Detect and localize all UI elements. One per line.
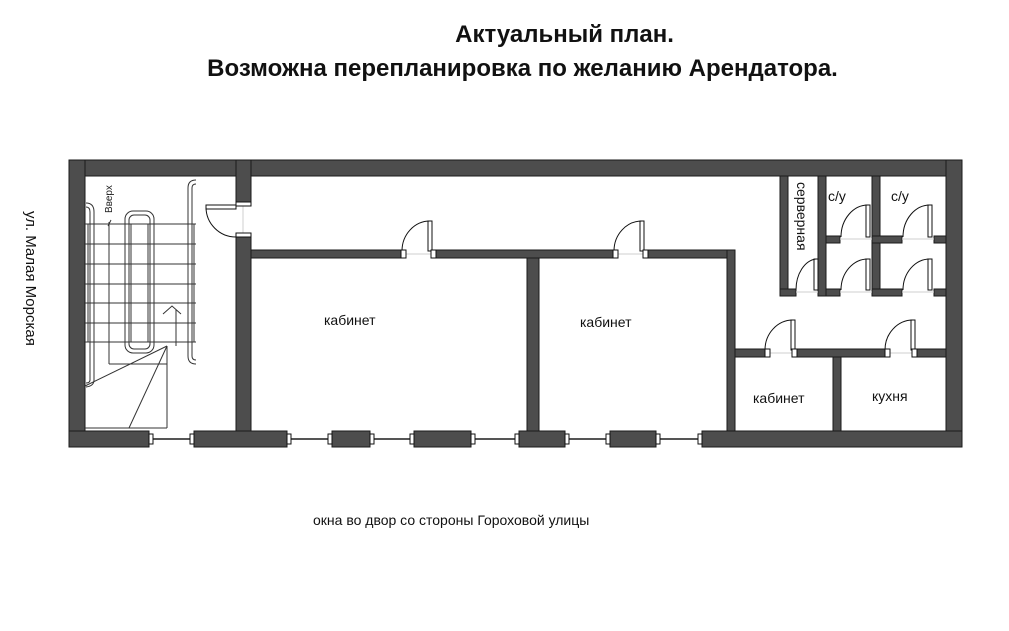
wc-wall: [825, 288, 841, 297]
window: [564, 433, 611, 445]
south-wall-seg: [518, 430, 566, 448]
corridor-wall: [250, 249, 402, 259]
south-wall-seg: [193, 430, 288, 448]
south-wall-seg: [701, 430, 963, 448]
windows: [148, 433, 703, 445]
window: [148, 433, 195, 445]
kitchen-north-wall: [796, 348, 886, 358]
kitchen-north-wall: [916, 348, 947, 358]
room-label-office-3: кабинет: [753, 390, 805, 406]
office-divider-wall: [526, 257, 540, 432]
wc-wall: [871, 235, 903, 244]
east-wall: [945, 159, 963, 448]
staircase: [84, 179, 197, 429]
interior-walls: [235, 159, 947, 432]
plan-title: Актуальный план.: [455, 21, 674, 48]
door-office-2: [612, 220, 649, 259]
plan-subtitle: Возможна перепланировка по желанию Аренд…: [207, 55, 838, 82]
wc-wall: [825, 235, 841, 244]
stairwell-wall: [235, 236, 252, 432]
kitchen-divider-wall: [832, 356, 842, 432]
stairwell-wall: [235, 159, 252, 203]
server-east-wall: [817, 175, 827, 297]
wc-wall: [933, 235, 947, 244]
corridor-wall: [435, 249, 614, 259]
door-wc-2-upper: [902, 204, 934, 240]
window: [286, 433, 333, 445]
corridor-wall: [647, 249, 735, 259]
room-label-kitchen: кухня: [872, 388, 908, 404]
wc-wall: [871, 288, 903, 297]
office3-north-wall: [734, 348, 766, 358]
window: [655, 433, 703, 445]
server-south-wall: [779, 288, 797, 297]
west-wall: [68, 159, 86, 448]
door-server-room: [795, 258, 819, 293]
south-wall-seg: [68, 430, 150, 448]
door-office-1: [400, 220, 437, 259]
south-wall-seg: [413, 430, 472, 448]
room-label-wc-2: с/у: [891, 188, 909, 204]
north-wall: [68, 159, 963, 177]
wc-wall: [933, 288, 947, 297]
room-label-office-1: кабинет: [324, 312, 376, 328]
street-label: ул. Малая Морская: [22, 211, 39, 346]
south-wall-seg: [609, 430, 657, 448]
door-office-3: [764, 319, 798, 358]
stair-direction-label: Вверх: [104, 185, 115, 213]
office-east-wall: [726, 249, 736, 432]
door-wc-1-lower: [840, 258, 872, 293]
door-wc-2-lower: [902, 258, 934, 293]
door-kitchen: [884, 319, 918, 358]
window: [369, 433, 415, 445]
doors: [205, 201, 934, 358]
room-label-office-2: кабинет: [580, 314, 632, 330]
windows-caption: окна во двор со стороны Гороховой улицы: [313, 512, 590, 528]
door-stairwell: [205, 201, 252, 238]
room-label-server-room: серверная: [794, 182, 810, 251]
window: [470, 433, 520, 445]
south-wall-seg: [331, 430, 371, 448]
server-west-wall: [779, 175, 789, 297]
room-label-wc-1: с/у: [828, 188, 846, 204]
door-wc-1-upper: [840, 204, 872, 240]
